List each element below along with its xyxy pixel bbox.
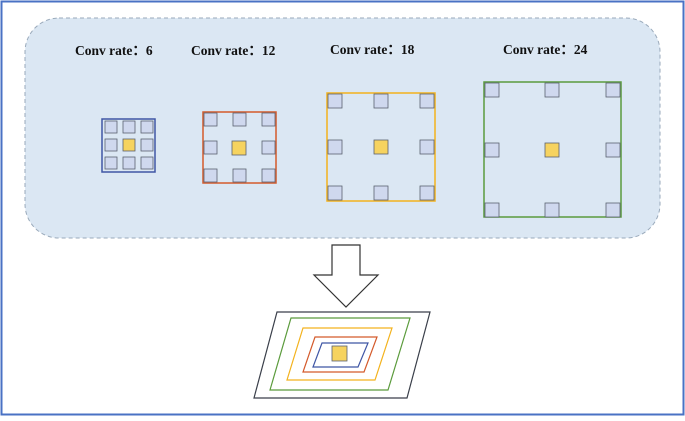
kernel-rate-18 [326,92,436,202]
down-arrow-icon [312,244,380,308]
kernel-cell [104,138,118,152]
kernel-cell [140,120,154,134]
kernel-cell [373,93,389,109]
kernel-cell [484,142,500,158]
kernel-cell [232,168,247,183]
kernel-cell [484,82,500,98]
kernel-rate-6 [101,118,156,173]
kernel-cell [122,120,136,134]
kernel-cell [261,168,276,183]
rate-label-12: Conv rate：12 [191,43,276,58]
kernel-cell [327,139,343,155]
kernel-cell [122,156,136,170]
kernel-cell [605,82,621,98]
kernel-center-cell [231,140,247,156]
kernel-cell [261,140,276,155]
kernel-cell [203,168,218,183]
kernel-center-cell [373,139,389,155]
kernel-cell [232,112,247,127]
rate-18-skewed-frame [286,327,393,381]
kernel-cell [605,202,621,218]
kernel-cell [484,202,500,218]
kernel-cell [327,93,343,109]
kernel-cell [104,120,118,134]
kernel-cell [544,82,560,98]
kernel-cell [419,139,435,155]
rate-label-24: Conv rate：24 [503,42,588,57]
kernel-cell [104,156,118,170]
kernel-cell [327,185,343,201]
rate-6-skewed-frame [312,342,369,368]
rate-label-18: Conv rate：18 [330,42,415,57]
kernel-cell [203,140,218,155]
kernel-cell [605,142,621,158]
kernel-cell [140,138,154,152]
kernel-cell [140,156,154,170]
kernel-center-cell [544,142,560,158]
kernel-center-cell [122,138,136,152]
kernel-rate-24 [483,81,622,218]
rate-label-6: Conv rate：6 [75,43,153,58]
combined-receptive-field [253,311,431,399]
rate-12-skewed-frame [302,336,378,373]
kernel-cell [203,112,218,127]
kernel-cell [373,185,389,201]
combined-center-cell [331,345,348,362]
kernel-rate-12 [202,111,277,184]
kernel-cell [419,93,435,109]
kernel-cell [261,112,276,127]
kernel-cell [544,202,560,218]
rate-24-skewed-frame [269,317,411,391]
kernel-cell [419,185,435,201]
